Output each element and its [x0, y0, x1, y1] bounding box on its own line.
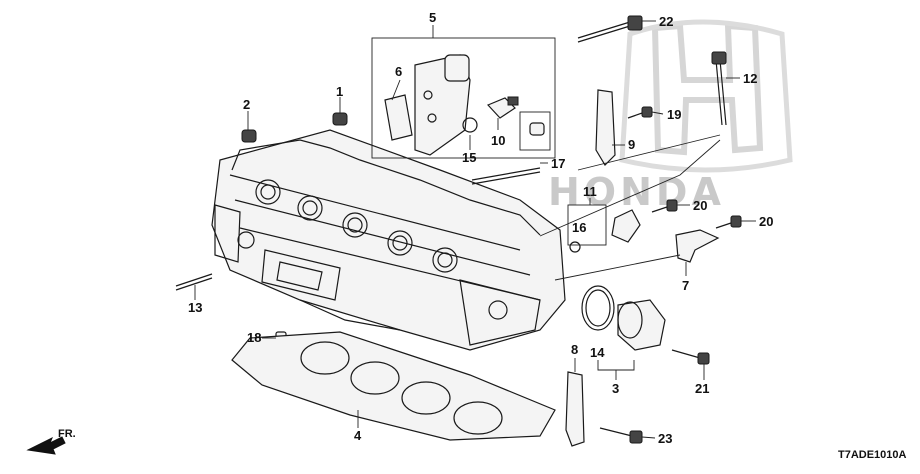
oil-pressure-sensor	[486, 96, 519, 119]
stud-bolt-17	[471, 167, 541, 181]
callout-20-upper: 20	[693, 198, 707, 213]
bracket-part-7	[675, 229, 720, 263]
head-gasket	[231, 331, 556, 441]
honda-logo-watermark: HONDA	[548, 19, 793, 214]
o-ring-part-15	[462, 117, 478, 133]
bolt-20-lower	[715, 215, 742, 229]
callout-23: 23	[658, 431, 672, 446]
honda-wordmark: HONDA	[548, 170, 725, 214]
callout-10: 10	[491, 133, 505, 148]
callout-6: 6	[395, 64, 402, 79]
callout-7: 7	[682, 278, 689, 293]
front-direction-arrow-icon: FR.	[26, 428, 76, 455]
callout-22: 22	[659, 14, 673, 29]
callout-8: 8	[571, 342, 578, 357]
part-10-detail-box	[519, 111, 551, 151]
part-11-detail-box	[567, 204, 607, 246]
callout-16: 16	[572, 220, 586, 235]
part-5-group-box	[371, 37, 556, 159]
callout-3: 3	[612, 381, 619, 396]
camshaft-sensor	[569, 209, 641, 253]
callout-13: 13	[188, 300, 202, 315]
gasket-part-14	[581, 285, 615, 331]
callout-2: 2	[243, 97, 250, 112]
callout-19: 19	[667, 107, 681, 122]
callout-17: 17	[551, 156, 565, 171]
callout-14: 14	[590, 345, 605, 360]
callout-21: 21	[695, 381, 709, 396]
bolt-23	[599, 427, 643, 444]
callout-4: 4	[354, 428, 362, 443]
bracket-part-8	[565, 371, 585, 447]
bolt-22	[577, 15, 643, 43]
bracket-part-9	[595, 89, 616, 166]
callout-11: 11	[583, 184, 597, 199]
bolt-21	[671, 349, 710, 365]
callout-15: 15	[462, 150, 476, 165]
diagram-code: T7ADE1010A	[838, 449, 907, 461]
cap-part-2	[241, 129, 257, 143]
sensor-detail	[529, 122, 545, 136]
callout-20-lower: 20	[759, 214, 773, 229]
callout-5: 5	[429, 10, 436, 25]
callout-12: 12	[743, 71, 757, 86]
cylinder-head	[211, 129, 566, 351]
stud-bolt-13	[175, 273, 213, 291]
cap-part-1	[332, 112, 348, 126]
front-direction-label: FR.	[58, 428, 76, 440]
callouts: 1 2 3 4 5 6 7 8 9 10 11 12 13 14 15 16 1…	[188, 10, 773, 446]
callout-9: 9	[628, 137, 635, 152]
bolt-12	[711, 51, 727, 126]
leader-lines	[194, 20, 756, 439]
callout-18: 18	[247, 330, 261, 345]
bolt-20-upper	[651, 199, 678, 213]
thermostat-housing	[617, 299, 666, 351]
callout-1: 1	[336, 84, 343, 99]
bolt-19	[627, 106, 653, 119]
